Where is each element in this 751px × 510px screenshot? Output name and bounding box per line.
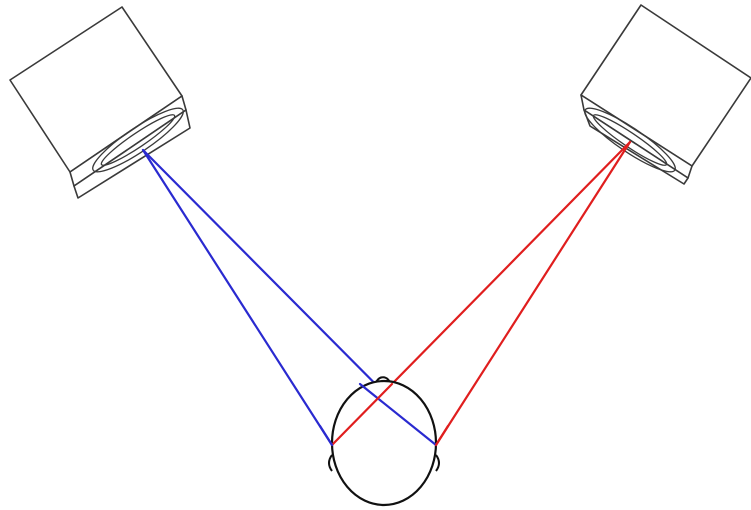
left-speaker-path-to-left-ear <box>143 150 332 445</box>
right-speaker-path-to-right-ear <box>436 142 630 445</box>
listener-head-icon <box>329 377 439 505</box>
right-speaker-icon <box>579 5 751 184</box>
right-ear-icon <box>436 455 439 471</box>
left-ear-icon <box>329 455 332 471</box>
